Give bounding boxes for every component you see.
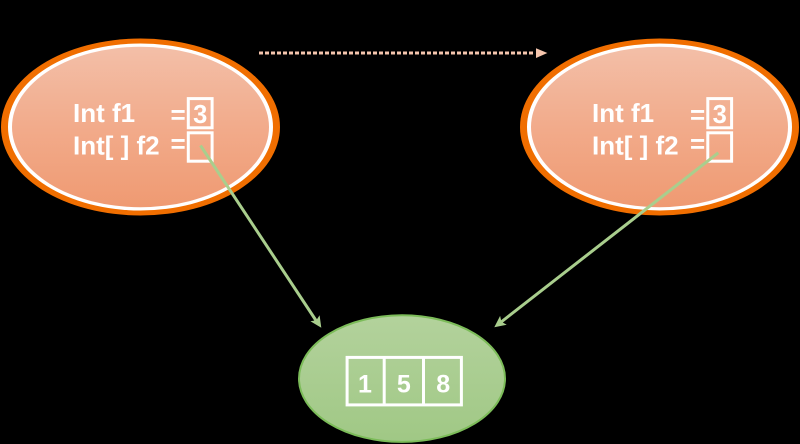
svg-text:3: 3 [713,101,727,129]
svg-text:=: = [690,128,705,158]
svg-text:3: 3 [193,101,207,129]
svg-text:Int f1: Int f1 [592,98,654,128]
svg-text:Int[ ] f2: Int[ ] f2 [73,131,160,161]
svg-text:=: = [171,100,186,130]
svg-text:=: = [690,100,705,130]
svg-text:8: 8 [436,371,450,399]
svg-text:1: 1 [358,371,372,399]
svg-text:Int[ ] f2: Int[ ] f2 [592,131,679,161]
svg-text:5: 5 [397,371,411,399]
svg-text:=: = [171,128,186,158]
svg-text:Int f1: Int f1 [73,98,135,128]
